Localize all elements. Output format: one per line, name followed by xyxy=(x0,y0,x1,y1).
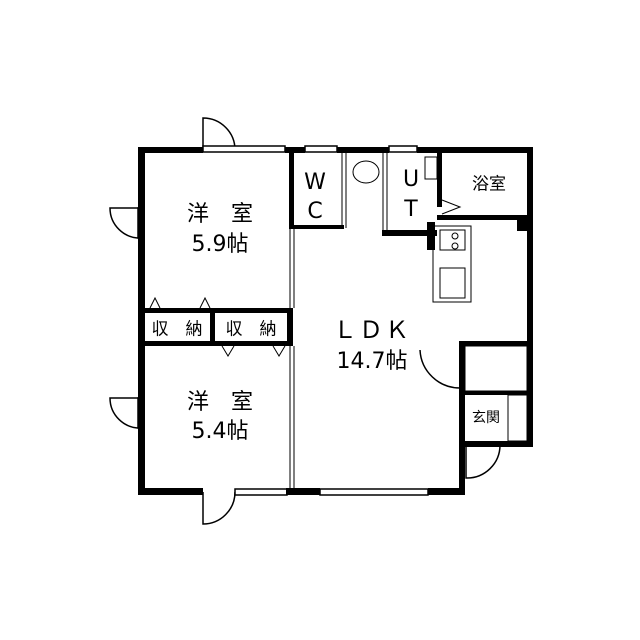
window-north-1 xyxy=(202,145,286,153)
ut-label-u: U xyxy=(402,167,420,192)
storage-left-label: 収 納 xyxy=(151,319,203,340)
washbasin-icon xyxy=(352,160,380,184)
door-swing-west-2 xyxy=(109,397,142,429)
ut-label-t: T xyxy=(404,197,418,222)
room-size-western-1: 5.9帖 xyxy=(191,232,249,257)
room-name-western-2: 洋 室 xyxy=(186,390,254,415)
door-swing-south xyxy=(202,491,236,525)
room-name-ldk: ＬＤＫ xyxy=(333,316,411,344)
door-swing-west-1 xyxy=(109,207,142,239)
door-swing-ldk xyxy=(419,349,461,389)
closet-door-icons-bottom xyxy=(221,345,286,357)
wc-label-w: W xyxy=(304,170,326,195)
bath-door-icon xyxy=(441,199,462,215)
wc-label-c: C xyxy=(307,199,323,224)
window-south-ldk xyxy=(319,488,429,496)
washing-machine-icon xyxy=(424,156,438,180)
window-ut xyxy=(388,145,418,153)
room-size-ldk: 14.7帖 xyxy=(336,349,408,374)
room-name-western-1: 洋 室 xyxy=(186,202,254,227)
bath-label: 浴室 xyxy=(472,174,506,195)
room-size-western-2: 5.4帖 xyxy=(191,419,249,444)
stove-icon xyxy=(439,229,466,251)
door-swing-entrance xyxy=(465,444,501,479)
entrance-storage xyxy=(464,345,528,392)
closet-door-icons-top xyxy=(149,296,211,309)
shoe-cabinet xyxy=(507,394,528,442)
walls xyxy=(138,147,533,495)
sink-icon xyxy=(439,267,466,299)
entrance-label: 玄関 xyxy=(472,410,500,426)
window-wc xyxy=(304,145,338,153)
window-south-room xyxy=(234,488,288,496)
storage-right-label: 収 納 xyxy=(225,319,277,340)
door-swing-north xyxy=(202,117,236,151)
kitchen-counter xyxy=(432,225,472,303)
